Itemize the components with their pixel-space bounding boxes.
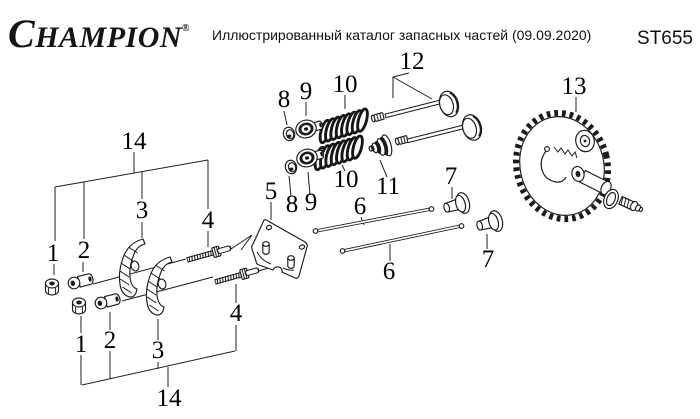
- flange-nut-top: [44, 278, 60, 296]
- callout-11: 11: [376, 173, 400, 200]
- spring-retainer-top: [295, 119, 324, 139]
- callout-4-bottom: 4: [230, 300, 243, 327]
- valve-bottom: [406, 114, 483, 144]
- valve-keeper-top: [370, 112, 385, 123]
- callout-numbers: 1 1 2 2 3 3 4 4 5 6 6 7 7 8 8 9 9 10 10 …: [47, 48, 587, 412]
- callout-2-bottom: 2: [104, 327, 117, 354]
- rocker-stud-bottom: [214, 267, 260, 285]
- model-code: ST655: [637, 28, 693, 49]
- callout-9-bottom: 9: [305, 189, 318, 216]
- callout-10-bottom: 10: [334, 166, 359, 193]
- callout-7-top: 7: [445, 163, 458, 190]
- brand-logo: CHAMPION®: [8, 10, 190, 57]
- callout-12: 12: [400, 48, 425, 75]
- callout-6-bottom: 6: [383, 258, 396, 285]
- callout-2-top: 2: [78, 237, 91, 264]
- valve-keeper-bottom: [394, 135, 409, 146]
- spring-retainer-bottom: [296, 148, 325, 168]
- valve-rotator: [368, 134, 393, 157]
- callout-9-top: 9: [300, 78, 313, 105]
- rocker-stud-top: [186, 245, 232, 263]
- callout-13: 13: [562, 73, 587, 100]
- callout-8-top: 8: [278, 86, 291, 113]
- callout-1-top: 1: [47, 240, 60, 267]
- callout-3-top: 3: [136, 197, 149, 224]
- registered-mark: ®: [182, 23, 190, 34]
- tappet-bottom: [476, 210, 504, 232]
- valve-top: [384, 90, 460, 119]
- flange-nut-bottom: [71, 297, 87, 315]
- camshaft: [512, 109, 644, 223]
- callout-6-top: 6: [354, 193, 367, 220]
- rocker-arm-top: [118, 238, 146, 298]
- callout-4-top: 4: [202, 207, 215, 234]
- callout-14-bottom: 14: [157, 385, 183, 412]
- brand-name: CHAMPION: [8, 11, 183, 56]
- callout-3-bottom: 3: [152, 337, 165, 364]
- callout-7-bottom: 7: [482, 246, 495, 273]
- pivot-ball-bottom: [94, 293, 121, 310]
- callout-leader-lines: [53, 72, 577, 387]
- valve-spring-top: [318, 107, 369, 145]
- guide-plate: [251, 219, 308, 279]
- valve-cap-top: [282, 126, 296, 142]
- pivot-ball-top: [67, 273, 94, 290]
- tappet-top: [443, 192, 471, 214]
- catalog-title: Иллюстрированный каталог запасных частей…: [212, 27, 592, 43]
- callout-5: 5: [265, 178, 278, 205]
- callout-1-bottom: 1: [75, 331, 88, 358]
- push-rod-top: [312, 206, 435, 234]
- valve-cap-bottom: [284, 159, 298, 175]
- push-rod-bottom: [339, 223, 465, 254]
- callout-8-bottom: 8: [286, 191, 299, 218]
- callout-10-top: 10: [333, 71, 358, 98]
- rocker-arm-bottom: [145, 256, 173, 316]
- callout-14-top: 14: [122, 128, 148, 155]
